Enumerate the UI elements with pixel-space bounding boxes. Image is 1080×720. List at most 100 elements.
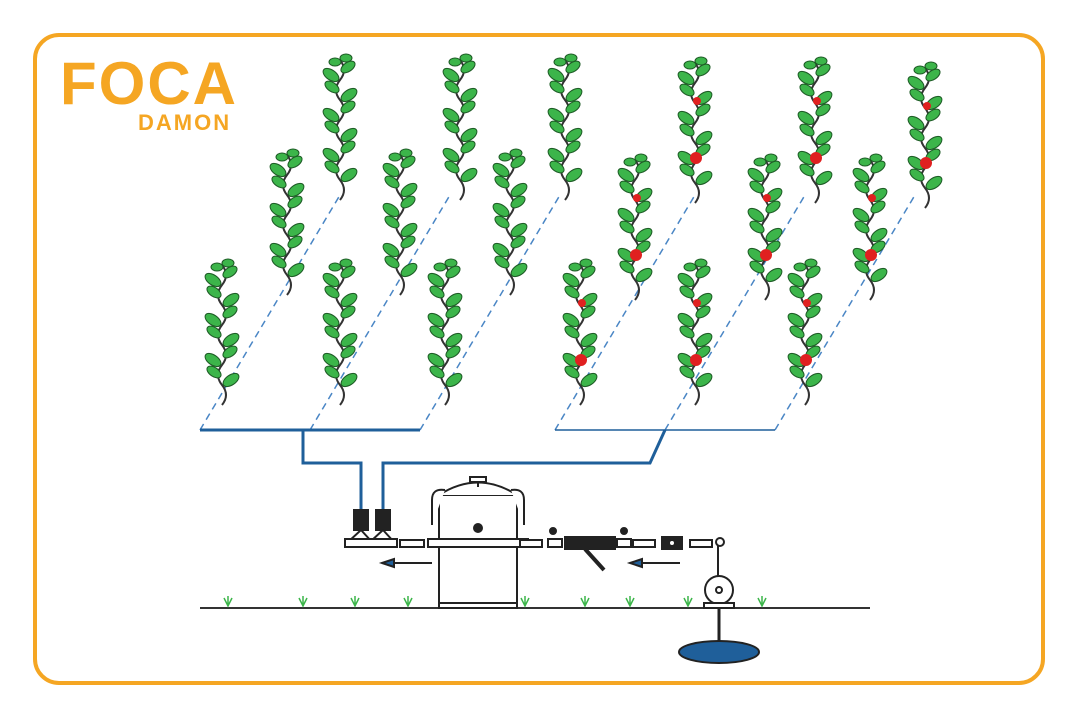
leaf: [580, 372, 598, 388]
grass-tuft: [223, 596, 233, 608]
leaf: [799, 163, 815, 177]
grass-tuft: [403, 596, 413, 608]
young-plant: [322, 53, 358, 201]
leaf: [635, 267, 653, 283]
grass-tuft: [625, 596, 635, 608]
leaf: [907, 75, 925, 91]
leaf: [287, 182, 305, 198]
tomato-fruit: [630, 249, 642, 261]
leaf: [793, 262, 807, 272]
leaf: [907, 115, 925, 131]
leaf: [340, 87, 358, 103]
leaf: [444, 160, 460, 174]
leaf: [695, 265, 711, 279]
tomato-fruit: [578, 299, 586, 307]
grass-tuft: [580, 596, 590, 608]
leaf: [445, 332, 463, 348]
leaf: [925, 135, 943, 151]
leaf: [549, 80, 565, 94]
leaf: [445, 305, 461, 319]
leaf: [580, 332, 598, 348]
leaf: [764, 153, 778, 163]
leaf: [445, 265, 461, 279]
leaf: [444, 80, 460, 94]
leaf: [204, 352, 222, 368]
leaf: [382, 242, 400, 258]
leaf: [429, 365, 445, 379]
orange-border-frame: [33, 33, 1045, 685]
right-supply-pipe: [381, 429, 667, 512]
leaf: [271, 215, 287, 229]
leaf: [384, 175, 400, 189]
leaf: [382, 162, 400, 178]
leaf: [805, 332, 823, 348]
flow-arrows: [378, 557, 680, 569]
leaf: [679, 163, 695, 177]
leaf: [925, 175, 943, 191]
young-plant: [322, 258, 358, 406]
tomato-fruit: [763, 194, 771, 202]
leaf: [547, 67, 565, 83]
leaf: [854, 220, 870, 234]
leaf: [324, 285, 340, 299]
tomato-plant: [907, 61, 943, 209]
young-plant: [204, 258, 240, 406]
leaf: [799, 83, 815, 97]
leaf: [564, 365, 580, 379]
leaf: [286, 148, 300, 158]
leaf: [815, 63, 831, 77]
grass-tuft: [298, 596, 308, 608]
tomato-fruit: [693, 299, 701, 307]
leaf: [400, 262, 418, 278]
leaf: [635, 227, 653, 243]
leaf: [498, 152, 512, 162]
leaf: [222, 332, 240, 348]
leaf: [635, 200, 651, 214]
leaf: [322, 147, 340, 163]
leaf: [210, 262, 224, 272]
leaf: [635, 160, 651, 174]
leaf: [565, 87, 583, 103]
leaf: [564, 325, 580, 339]
leaf: [564, 53, 578, 63]
leaf: [562, 272, 580, 288]
leaf: [269, 202, 287, 218]
leaf: [789, 285, 805, 299]
leaf: [679, 123, 695, 137]
leaf: [789, 365, 805, 379]
leaf: [854, 260, 870, 274]
leaf: [852, 207, 870, 223]
leaf: [683, 262, 697, 272]
tomato-fruit: [803, 299, 811, 307]
plants: [204, 53, 943, 406]
leaf: [510, 155, 526, 169]
leaf: [204, 312, 222, 328]
tomato-fruit: [810, 152, 822, 164]
leaf: [565, 100, 581, 114]
leaf: [445, 345, 461, 359]
leaf: [799, 123, 815, 137]
leaf: [547, 147, 565, 163]
leaf: [870, 267, 888, 283]
leaf: [765, 267, 783, 283]
leaf: [287, 222, 305, 238]
solenoid-valve-2: [367, 509, 397, 543]
leaf: [275, 152, 289, 162]
leaf: [384, 215, 400, 229]
leaf: [747, 207, 765, 223]
leaf: [553, 57, 567, 67]
tomato-fruit: [920, 157, 932, 169]
leaf: [448, 57, 462, 67]
valve-manifold: [344, 538, 398, 548]
tomato-plant: [562, 258, 598, 406]
young-plant: [547, 53, 583, 201]
leaf: [427, 312, 445, 328]
leaf: [547, 107, 565, 123]
leaf: [695, 305, 711, 319]
leaf: [679, 83, 695, 97]
leaf: [870, 200, 886, 214]
tomato-fruit: [865, 249, 877, 261]
leaf: [565, 167, 583, 183]
tomato-fruit: [690, 152, 702, 164]
